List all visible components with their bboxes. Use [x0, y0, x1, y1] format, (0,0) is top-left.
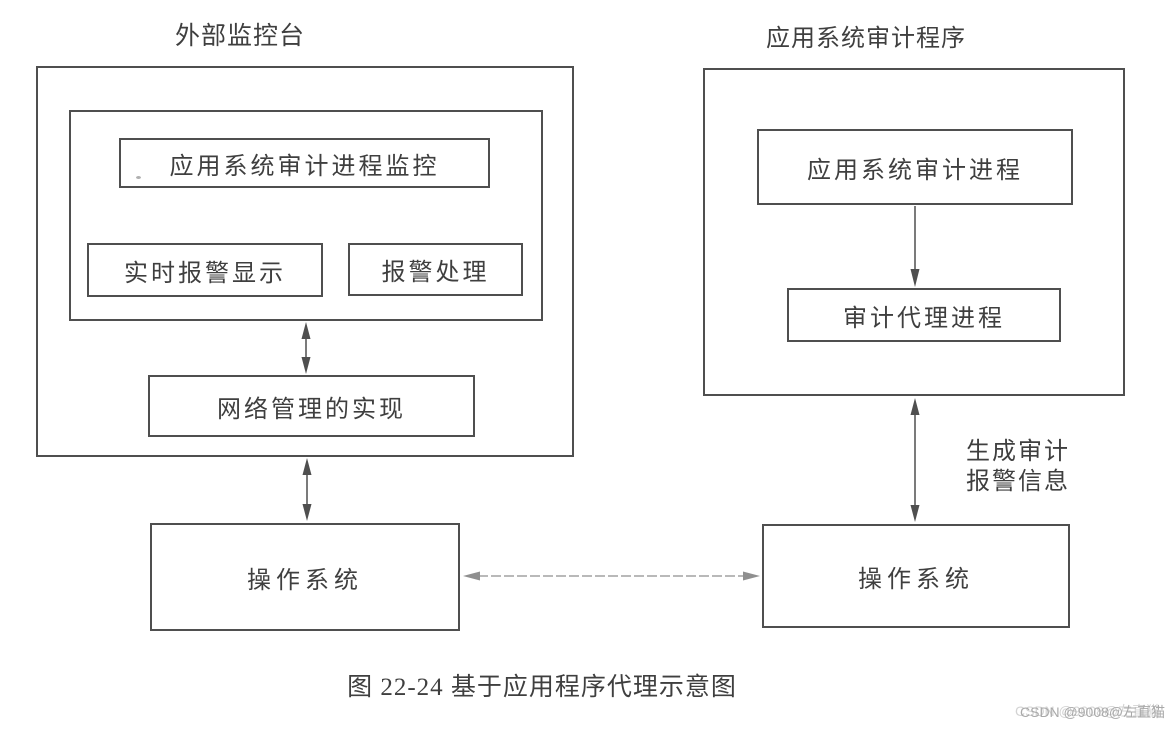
- network-management-box: 网络管理的实现: [148, 375, 475, 437]
- right-operating-system-box: 操作系统: [762, 524, 1070, 628]
- double-arrow-console-os: [302, 458, 312, 521]
- alarm-handling-box: 报警处理: [348, 243, 523, 296]
- generate-audit-alarm-label-line1: 生成审计: [966, 439, 1070, 465]
- realtime-alarm-display-box: 实时报警显示: [87, 243, 323, 297]
- scan-speck: [136, 176, 141, 179]
- double-arrow-os-os: [463, 571, 760, 581]
- csdn-watermark: CSDN @9008@左直猫: [1020, 704, 1166, 720]
- left-operating-system-box: 操作系统: [150, 523, 460, 631]
- audit-agent-process-box: 审计代理进程: [787, 288, 1061, 342]
- right-section-title: 应用系统审计程序: [766, 26, 966, 52]
- figure-caption: 图 22-24 基于应用程序代理示意图: [347, 674, 737, 701]
- double-arrow-innerbox-network: [301, 322, 311, 374]
- generate-audit-alarm-label-line2: 报警信息: [966, 469, 1070, 495]
- left-section-title: 外部监控台: [174, 23, 305, 50]
- double-arrow-program-os: [910, 398, 920, 522]
- app-audit-process-box: 应用系统审计进程: [757, 129, 1073, 205]
- generate-audit-alarm-label: 生成审计 报警信息: [966, 437, 1070, 497]
- monitor-group-box: [69, 110, 543, 321]
- down-arrow-audit-to-agent: [910, 206, 920, 287]
- audit-process-monitor-box: 应用系统审计进程监控: [119, 138, 490, 188]
- external-console-container-box: [36, 66, 574, 457]
- audit-program-container-box: [703, 68, 1125, 396]
